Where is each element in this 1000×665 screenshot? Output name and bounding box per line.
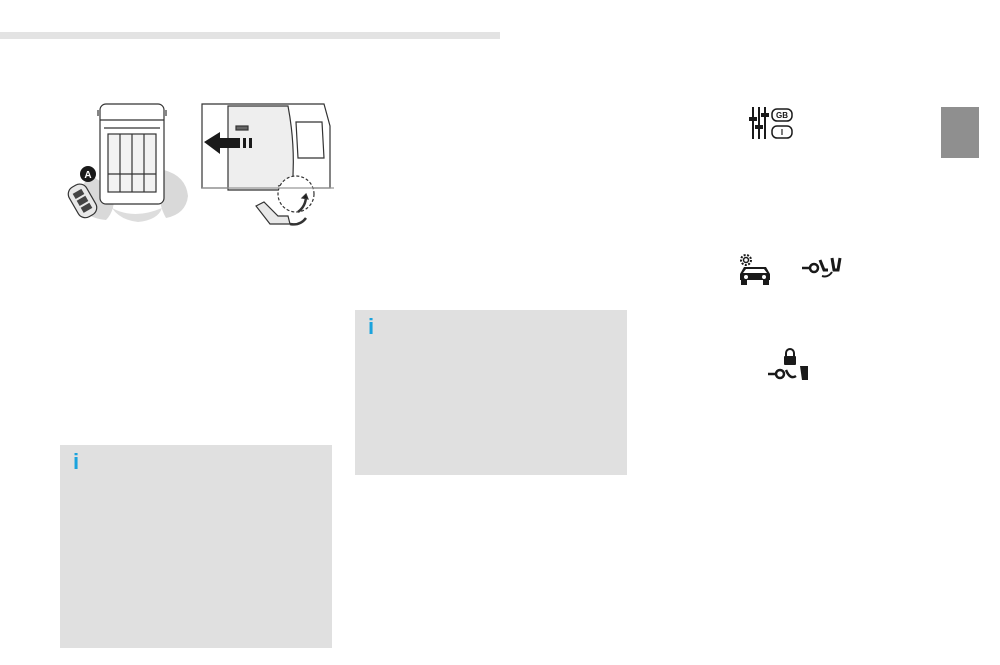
van-side-view	[201, 103, 334, 213]
settings-sliders-icon: GB I	[749, 107, 793, 139]
van-top-view	[97, 103, 167, 205]
key-fob	[67, 183, 98, 219]
info-icon: i	[73, 449, 80, 474]
chapter-tab	[941, 107, 979, 158]
header-rule	[0, 32, 500, 39]
car-settings-icon	[740, 254, 770, 285]
info-icon: i	[368, 314, 375, 339]
info-box: i	[60, 445, 332, 648]
lock-icon	[784, 348, 796, 365]
settings-badge-i: I	[781, 128, 783, 137]
door-slide-arrow	[204, 132, 252, 154]
hands-free-door-icon	[802, 257, 842, 278]
gear-icon	[740, 254, 752, 266]
settings-badge-gb: GB	[776, 111, 788, 120]
info-box: i	[355, 310, 627, 475]
foot-gesture	[255, 192, 309, 226]
marker-a-label: A	[84, 170, 91, 181]
hands-free-lock-icon	[768, 348, 808, 380]
marker-a: A	[80, 166, 96, 182]
hands-free-door-illustration: A	[67, 103, 334, 226]
